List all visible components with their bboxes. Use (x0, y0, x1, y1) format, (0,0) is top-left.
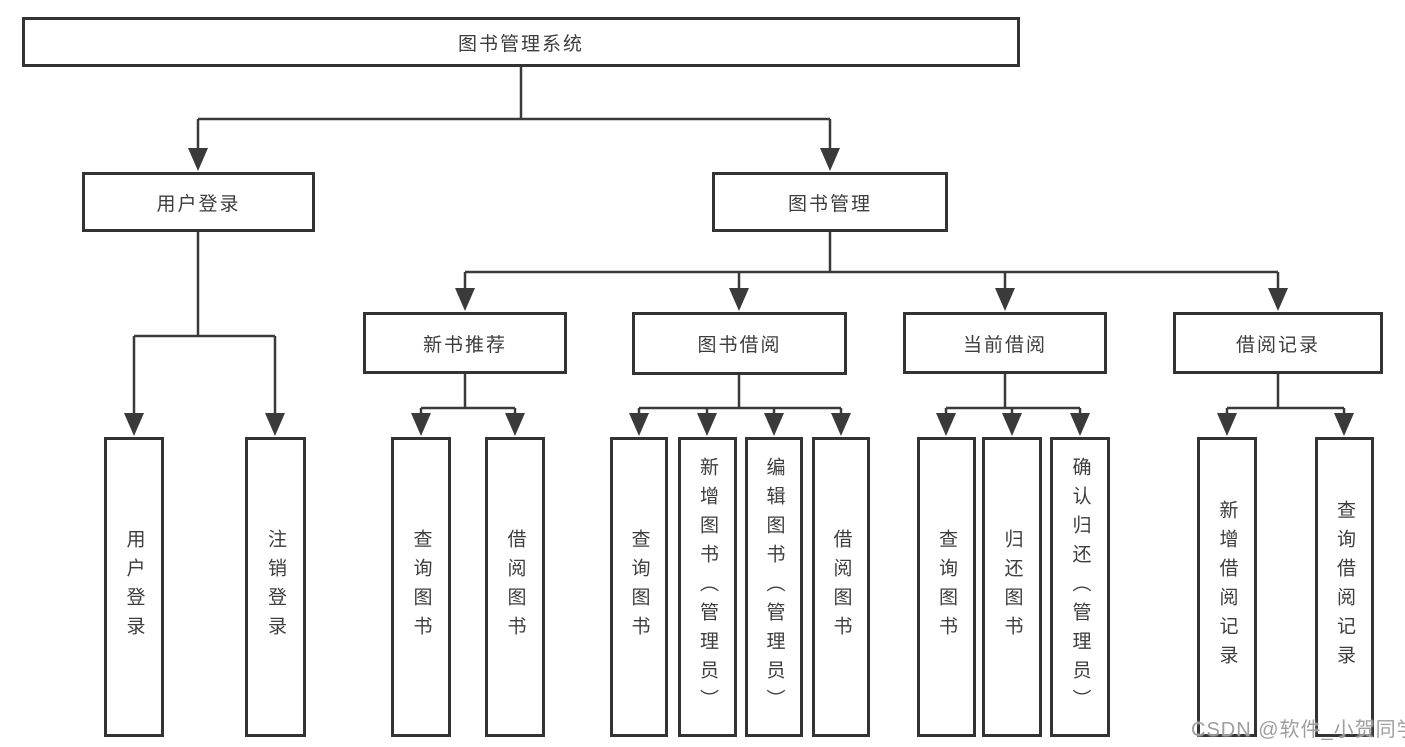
connector-borrow-records (1225, 374, 1346, 418)
node-label: 借阅记录 (1235, 334, 1320, 356)
connector-new-book (419, 374, 517, 418)
leaf-edit-book-admin: 编辑图书（管理员） (745, 437, 803, 737)
node-label: 用户登录 (123, 529, 145, 645)
node-label: 图书管理 (787, 193, 872, 215)
leaf-return-book: 归还图书 (982, 437, 1042, 737)
leaf-query-books-borrow: 查询图书 (610, 437, 668, 737)
node-label: 用户登录 (156, 193, 241, 215)
leaf-query-borrow-record: 查询借阅记录 (1315, 437, 1374, 737)
node-label: 确认归还（管理员） (1069, 456, 1091, 718)
leaf-confirm-return-admin: 确认归还（管理员） (1050, 437, 1110, 737)
node-label: 借阅图书 (830, 529, 852, 645)
node-label: 注销登录 (265, 529, 286, 645)
leaf-user-login: 用户登录 (104, 437, 164, 737)
connector-user-login (132, 232, 277, 418)
node-label: 图书管理系统 (457, 33, 584, 55)
leaf-query-books-current: 查询图书 (917, 437, 976, 737)
node-label: 查询图书 (628, 529, 650, 645)
node-borrow-records: 借阅记录 (1173, 312, 1383, 374)
node-book-management: 图书管理 (712, 172, 948, 232)
leaf-borrow-books: 借阅图书 (812, 437, 870, 737)
node-current-borrow: 当前借阅 (903, 312, 1107, 374)
connector-book-borrow (637, 375, 843, 418)
leaf-borrow-books-recommend: 借阅图书 (485, 437, 545, 737)
node-user-login: 用户登录 (82, 172, 315, 232)
leaf-logout: 注销登录 (245, 437, 306, 737)
node-label: 查询借阅记录 (1334, 500, 1355, 674)
leaf-add-book-admin: 新增图书（管理员） (678, 437, 737, 737)
watermark: CSDN @软件_小贺同学 (1191, 719, 1405, 741)
leaf-query-books-recommend: 查询图书 (391, 437, 451, 737)
node-label: 编辑图书（管理员） (763, 456, 785, 718)
node-book-borrow: 图书借阅 (632, 312, 847, 375)
node-new-book-recommend: 新书推荐 (363, 312, 567, 374)
node-label: 归还图书 (1001, 529, 1023, 645)
node-label: 查询图书 (936, 529, 957, 645)
node-label: 借阅图书 (504, 529, 526, 645)
node-library-system: 图书管理系统 (22, 17, 1020, 67)
connector-root (196, 67, 832, 153)
node-label: 图书借阅 (697, 335, 782, 356)
node-label: 新书推荐 (422, 334, 507, 356)
node-label: 查询图书 (410, 529, 432, 645)
node-label: 当前借阅 (962, 334, 1047, 356)
connector-current-borrow (944, 374, 1082, 418)
node-label: 新增借阅记录 (1216, 500, 1238, 674)
leaf-add-borrow-record: 新增借阅记录 (1197, 437, 1257, 737)
node-label: 新增图书（管理员） (697, 456, 718, 718)
connector-book-management (463, 232, 1280, 293)
